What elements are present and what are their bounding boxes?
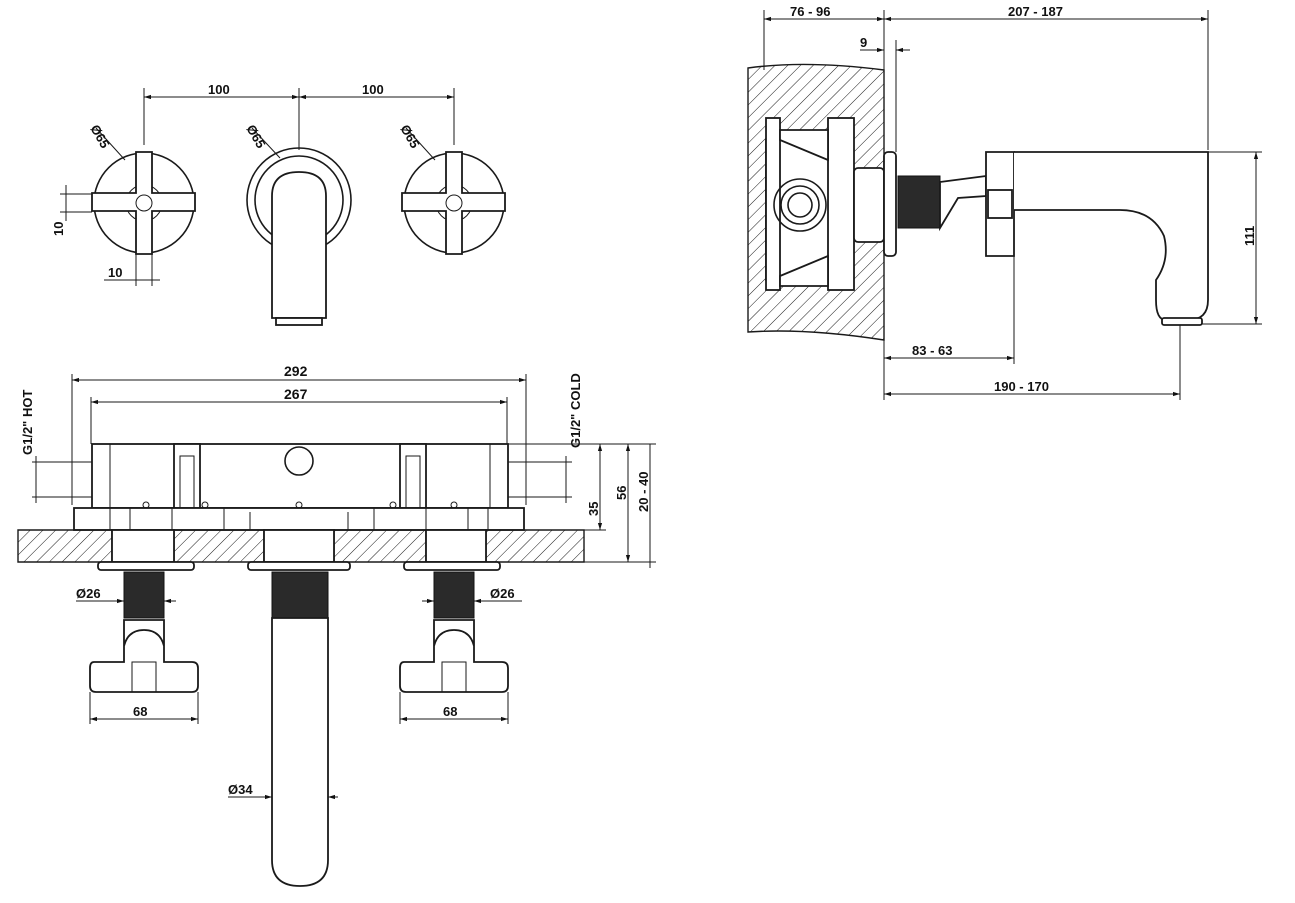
hot-inlet-label: G1/2" HOT <box>20 390 35 455</box>
dim-handle-projection: 83 - 63 <box>912 343 952 358</box>
dia-center-label: Ø65 <box>243 122 268 151</box>
dim-height: 111 <box>1242 226 1257 246</box>
dim-35: 35 <box>586 502 601 516</box>
dia-spout-label: Ø34 <box>228 782 253 797</box>
dim-flange: 9 <box>860 35 867 50</box>
top-view: 292 267 G1/2" HOT G1/2" COLD <box>17 363 656 887</box>
dim-56: 56 <box>614 486 629 500</box>
dia-handle-left-label: Ø26 <box>76 586 101 601</box>
wall-section <box>17 529 113 563</box>
right-handle-front <box>401 151 506 255</box>
dia-handle-right-label: Ø26 <box>490 586 515 601</box>
dim-width-inner: 267 <box>284 386 308 402</box>
dim-projection-total: 207 - 187 <box>1008 4 1063 19</box>
dim-handle-width-right: 68 <box>443 704 457 719</box>
valve-body <box>91 443 509 509</box>
dim-width-outer: 292 <box>284 363 308 379</box>
dia-left-label: Ø65 <box>87 122 112 151</box>
side-view: 76 - 96 207 - 187 9 111 <box>747 4 1262 400</box>
spout-front <box>246 147 352 326</box>
right-handle-top <box>399 561 509 693</box>
dia-right-label: Ø65 <box>397 122 422 151</box>
spout-top <box>247 561 351 887</box>
dim-spacing-right: 100 <box>362 82 384 97</box>
left-handle-top <box>89 561 199 693</box>
dim-spacing-left: 100 <box>208 82 230 97</box>
left-handle-front <box>91 151 196 255</box>
dim-20-40: 20 - 40 <box>636 472 651 512</box>
dim-wall-depth: 76 - 96 <box>790 4 830 19</box>
dim-handle-width-left: 68 <box>133 704 147 719</box>
cold-inlet-label: G1/2" COLD <box>568 373 583 448</box>
dim-offset-horizontal: 10 <box>108 265 122 280</box>
dim-offset-vertical: 10 <box>51 222 66 236</box>
dim-spout-projection: 190 - 170 <box>994 379 1049 394</box>
front-view: 100 100 Ø65 Ø65 Ø65 <box>51 82 506 326</box>
